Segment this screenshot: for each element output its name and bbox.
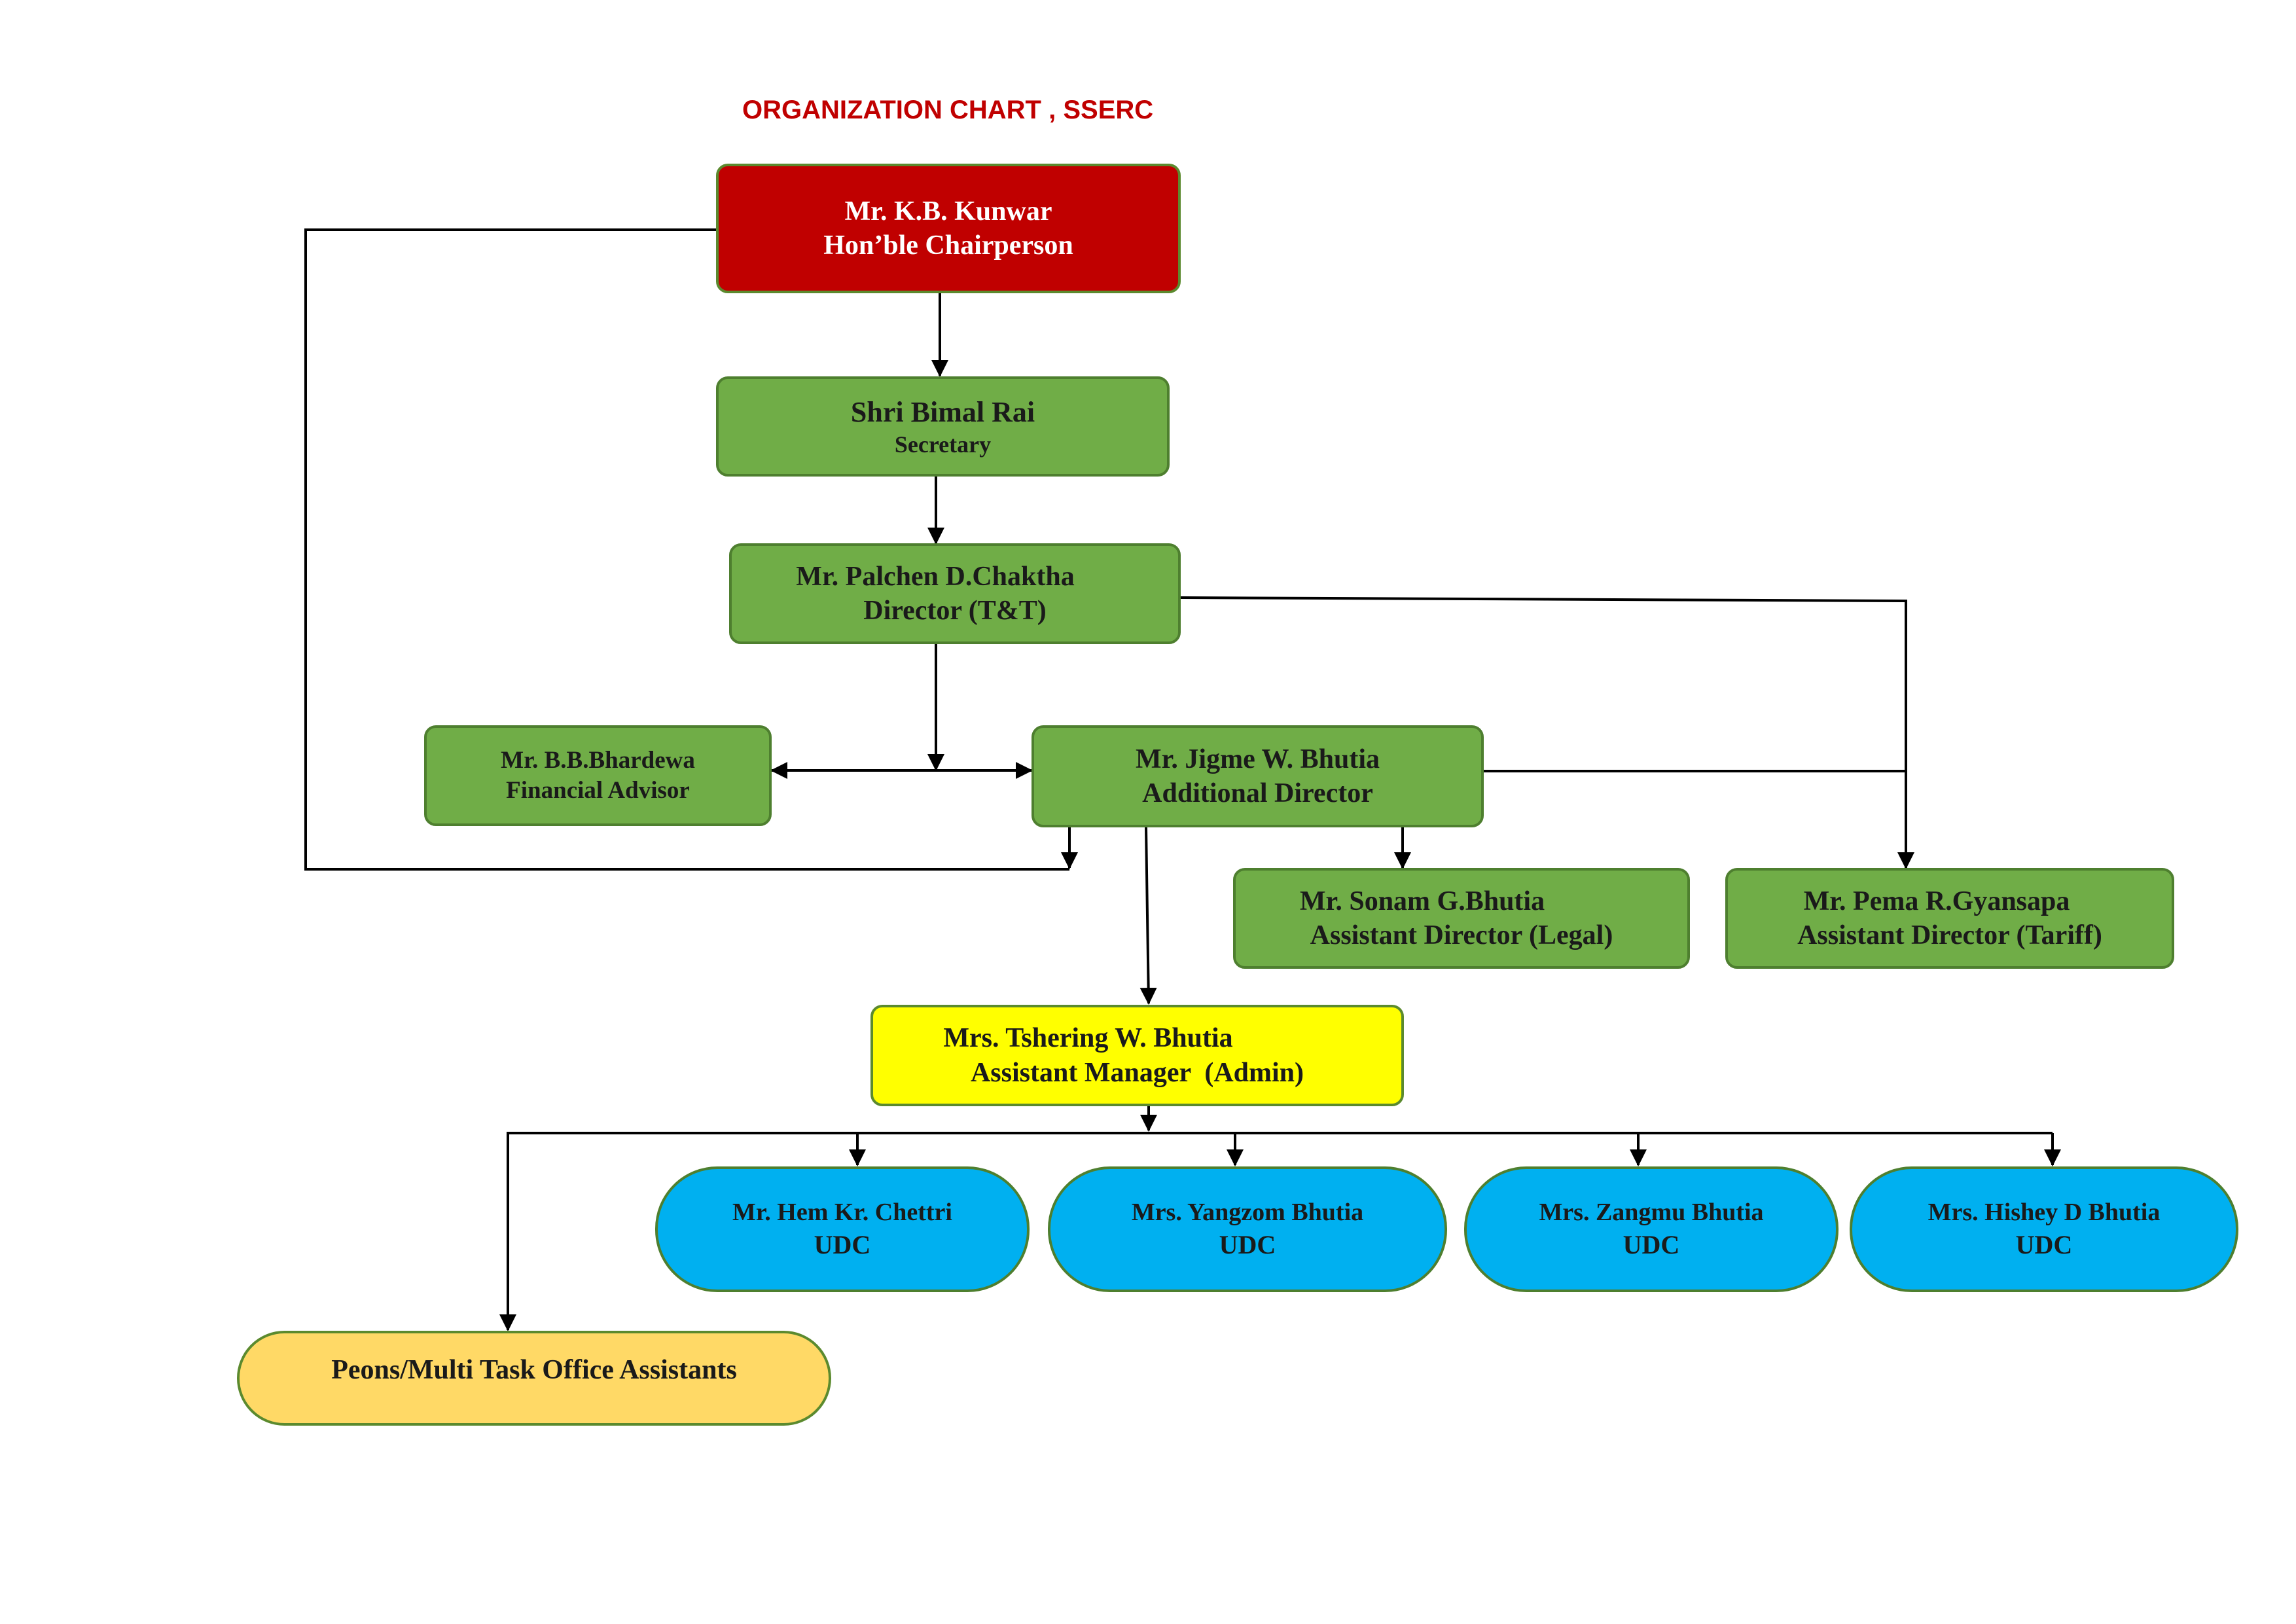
director-name: Mr. Palchen D.Chaktha — [796, 561, 1075, 592]
udc-1-role: UDC — [814, 1229, 871, 1259]
node-peons: Peons/Multi Task Office Assistants — [237, 1331, 831, 1426]
node-director: Mr. Palchen D.Chaktha Director (T&T) — [729, 543, 1181, 644]
line-director-tariff — [1180, 596, 1914, 869]
financial-advisor-role: Financial Advisor — [506, 777, 690, 804]
node-secretary: Shri Bimal Rai Secretary — [716, 376, 1170, 477]
chairperson-name: Mr. K.B. Kunwar — [844, 196, 1052, 226]
ad-legal-role: Assistant Director (Legal) — [1310, 920, 1613, 950]
financial-advisor-name: Mr. B.B.Bhardewa — [501, 746, 695, 774]
ad-tariff-name: Mr. Pema R.Gyansapa — [1803, 886, 2070, 916]
secretary-role: Secretary — [894, 431, 992, 458]
line-adddir-am — [1139, 827, 1157, 1005]
additional-director-name: Mr. Jigme W. Bhutia — [1136, 744, 1380, 774]
node-chairperson: Mr. K.B. Kunwar Hon’ble Chairperson — [716, 164, 1181, 293]
additional-director-role: Additional Director — [1142, 778, 1373, 808]
ad-legal-name: Mr. Sonam G.Bhutia — [1299, 886, 1545, 916]
udc-2-role: UDC — [1219, 1229, 1276, 1259]
node-udc-4: Mrs. Hishey D Bhutia UDC — [1850, 1166, 2238, 1292]
node-assistant-manager: Mrs. Tshering W. Bhutia Assistant Manage… — [870, 1005, 1404, 1106]
director-role: Director (T&T) — [863, 596, 1047, 626]
chairperson-role: Hon’ble Chairperson — [823, 230, 1073, 261]
udc-4-name: Mrs. Hishey D Bhutia — [1928, 1199, 2161, 1227]
udc-3-name: Mrs. Zangmu Bhutia — [1539, 1199, 1764, 1227]
peons-label: Peons/Multi Task Office Assistants — [331, 1355, 737, 1386]
udc-1-name: Mr. Hem Kr. Chettri — [732, 1199, 952, 1227]
node-udc-1: Mr. Hem Kr. Chettri UDC — [655, 1166, 1030, 1292]
node-additional-director: Mr. Jigme W. Bhutia Additional Director — [1031, 725, 1484, 827]
ad-tariff-role: Assistant Director (Tariff) — [1797, 920, 2102, 950]
line-staff-bus — [499, 1132, 2053, 1331]
udc-4-role: UDC — [2015, 1229, 2073, 1259]
chart-title: ORGANIZATION CHART , SSERC — [742, 96, 1154, 124]
udc-2-name: Mrs. Yangzom Bhutia — [1131, 1199, 1364, 1227]
assistant-manager-name: Mrs. Tshering W. Bhutia — [943, 1023, 1233, 1053]
line-chair-loop — [304, 228, 1069, 871]
node-udc-3: Mrs. Zangmu Bhutia UDC — [1464, 1166, 1839, 1292]
node-ad-legal: Mr. Sonam G.Bhutia Assistant Director (L… — [1233, 868, 1690, 969]
node-udc-2: Mrs. Yangzom Bhutia UDC — [1048, 1166, 1447, 1292]
udc-3-role: UDC — [1623, 1229, 1680, 1259]
node-financial-advisor: Mr. B.B.Bhardewa Financial Advisor — [424, 725, 772, 826]
assistant-manager-role: Assistant Manager (Admin) — [970, 1057, 1304, 1088]
secretary-name: Shri Bimal Rai — [850, 395, 1035, 428]
node-ad-tariff: Mr. Pema R.Gyansapa Assistant Director (… — [1725, 868, 2174, 969]
